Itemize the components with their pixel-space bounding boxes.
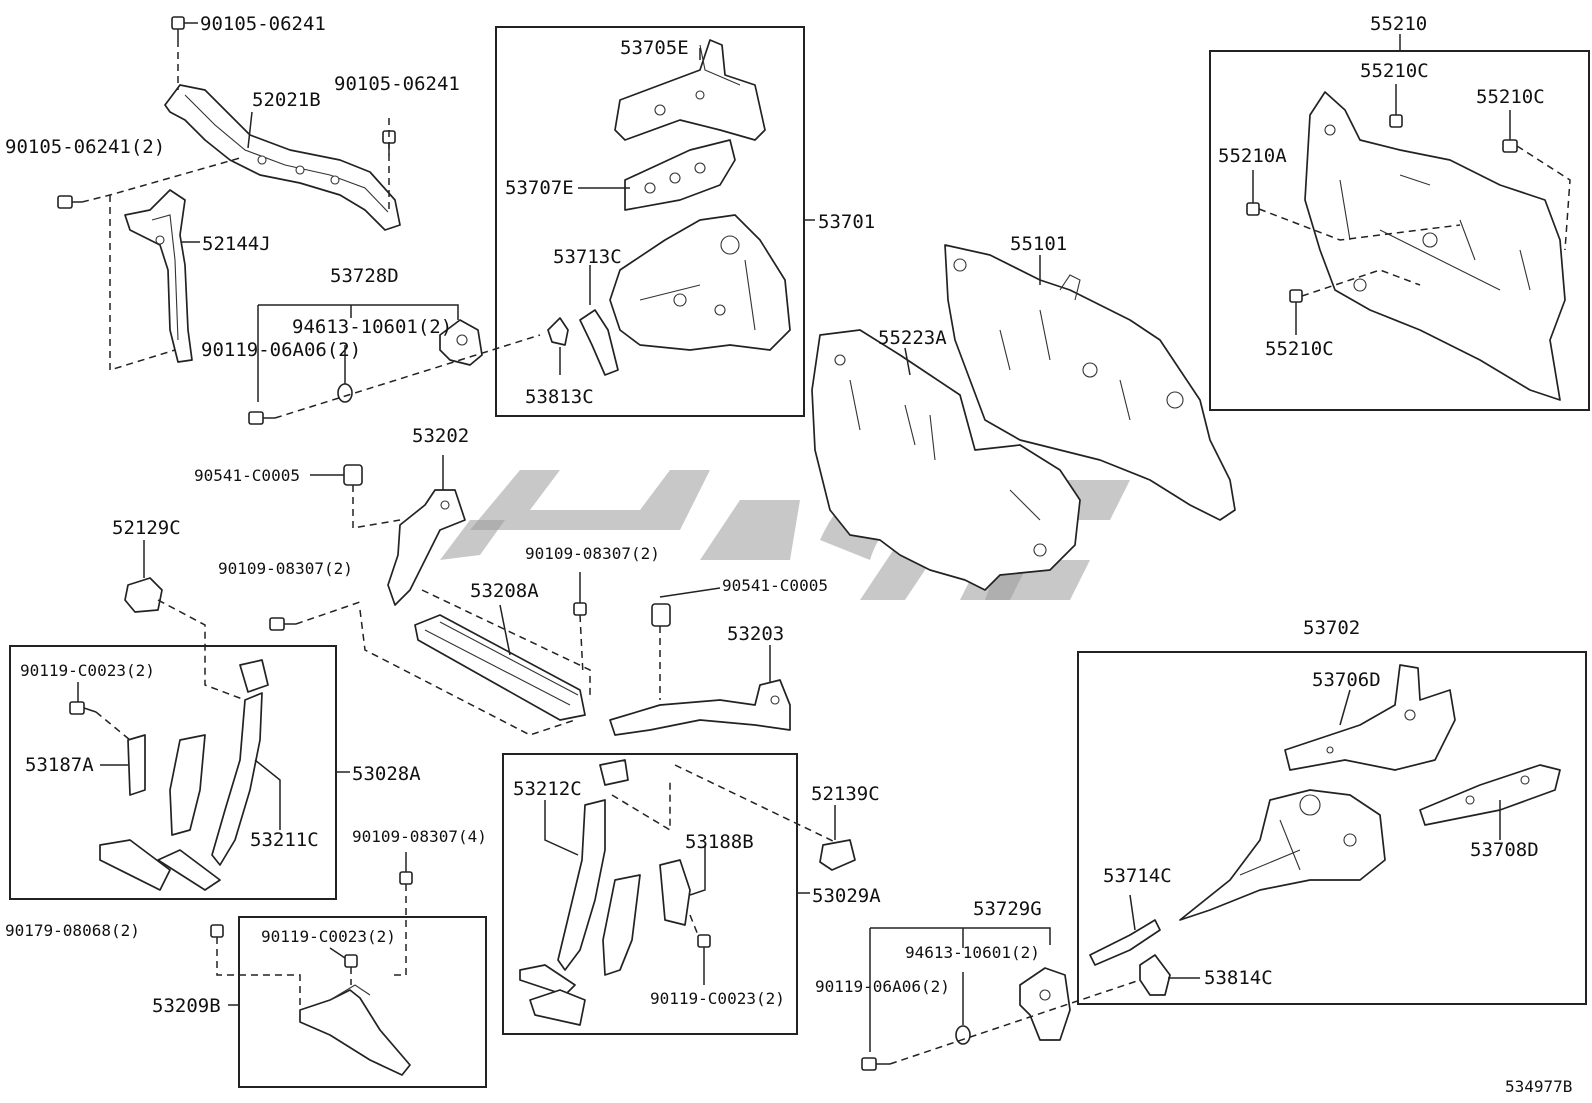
bolt-icon xyxy=(269,602,587,631)
label-90119-C0023-2-right: 90119-C0023(2) xyxy=(650,989,785,1008)
part-53208A-sketch xyxy=(414,614,586,721)
part-53211C-sketch xyxy=(211,659,269,866)
part-53209B-sketch xyxy=(299,984,411,1076)
label-52139C: 52139C xyxy=(811,783,880,805)
part-55101-sketch xyxy=(944,244,1236,521)
box-53209B xyxy=(238,916,487,1088)
bolt-icon xyxy=(69,701,97,715)
label-55101: 55101 xyxy=(1010,233,1067,255)
part-53729G-sketch xyxy=(1019,967,1071,1041)
label-53028A: 53028A xyxy=(352,763,421,785)
label-53814C: 53814C xyxy=(1204,967,1273,989)
label-55210: 55210 xyxy=(1370,13,1427,35)
part-53814C-sketch xyxy=(1139,954,1171,996)
bracket-sketch xyxy=(99,734,221,891)
bolt-icon xyxy=(210,871,413,968)
label-55210A: 55210A xyxy=(1218,145,1287,167)
label-53708D: 53708D xyxy=(1470,839,1539,861)
label-53208A: 53208A xyxy=(470,580,539,602)
box-53702 xyxy=(1077,651,1587,1005)
part-53212C-sketch xyxy=(557,759,629,971)
bolt-icon xyxy=(248,411,275,425)
label-94613-10601-2-right: 94613-10601(2) xyxy=(905,943,1040,962)
label-53187A: 53187A xyxy=(25,754,94,776)
label-55210C-a: 55210C xyxy=(1360,60,1429,82)
label-53729G: 53729G xyxy=(973,898,1042,920)
label-52021B: 52021B xyxy=(252,89,321,111)
bolt-icon xyxy=(697,934,711,948)
label-55210C-b: 55210C xyxy=(1476,86,1545,108)
label-90105-06241-2: 90105-06241(2) xyxy=(5,136,165,158)
label-90119-C0023-2-lower: 90119-C0023(2) xyxy=(261,927,396,946)
label-52144J: 52144J xyxy=(202,233,271,255)
part-53713C-sketch xyxy=(609,214,791,351)
label-53209B: 53209B xyxy=(152,995,221,1017)
part-53203-sketch xyxy=(609,679,791,736)
washer-icon xyxy=(955,1025,971,1045)
label-90109-08307-2-left: 90109-08307(2) xyxy=(218,559,353,578)
label-55223A: 55223A xyxy=(878,327,947,349)
part-52021B-sketch xyxy=(164,84,401,231)
label-53702: 53702 xyxy=(1303,617,1360,639)
label-53813C: 53813C xyxy=(525,386,594,408)
box-53029A xyxy=(502,753,798,1035)
label-90541-C0005-left: 90541-C0005 xyxy=(194,466,300,485)
part-53708D-sketch xyxy=(1419,764,1561,826)
label-90109-08307-2-mid: 90109-08307(2) xyxy=(525,544,660,563)
label-90179-08068-2: 90179-08068(2) xyxy=(5,921,140,940)
image-code: 534977B xyxy=(1505,1077,1572,1096)
bolt-icon xyxy=(57,16,396,209)
label-90119-06A06-2-right: 90119-06A06(2) xyxy=(815,977,950,996)
label-94613-10601-2-left: 94613-10601(2) xyxy=(292,316,452,338)
label-90105-06241-mid: 90105-06241 xyxy=(334,73,460,95)
label-53714C: 53714C xyxy=(1103,865,1172,887)
part-53706D-sketch xyxy=(1284,664,1456,771)
part-52129C-sketch xyxy=(124,577,163,613)
label-53706D: 53706D xyxy=(1312,669,1381,691)
label-90119-C0023-2-box: 90119-C0023(2) xyxy=(20,661,155,680)
part-55223A-sketch xyxy=(811,329,1081,591)
label-53728D: 53728D xyxy=(330,265,399,287)
label-53707E: 53707E xyxy=(505,177,574,199)
part-53813C-sketch xyxy=(547,309,619,376)
part-53714C-sketch xyxy=(1089,789,1386,966)
label-53705E: 53705E xyxy=(620,37,689,59)
part-52139C-sketch xyxy=(819,839,856,871)
part-53728D-sketch xyxy=(439,319,483,366)
bolt-icon xyxy=(1246,114,1518,303)
label-53202: 53202 xyxy=(412,425,469,447)
box-53701 xyxy=(495,26,805,417)
label-53188B: 53188B xyxy=(685,831,754,853)
part-55210-sketch xyxy=(1304,91,1566,401)
label-55210C-c: 55210C xyxy=(1265,338,1334,360)
label-53029A: 53029A xyxy=(812,885,881,907)
label-53212C: 53212C xyxy=(513,778,582,800)
label-90541-C0005-right: 90541-C0005 xyxy=(722,576,828,595)
part-53202-sketch xyxy=(387,489,466,606)
bracket-sketch xyxy=(519,859,691,1026)
label-90109-08307-4: 90109-08307(4) xyxy=(352,827,487,846)
label-90105-06241-top: 90105-06241 xyxy=(200,13,326,35)
washer-icon xyxy=(337,383,353,403)
part-52144J-sketch xyxy=(124,189,193,363)
label-52129C: 52129C xyxy=(112,517,181,539)
part-53187A-sketch xyxy=(127,734,146,796)
bolt-icon xyxy=(861,1057,890,1071)
label-53211C: 53211C xyxy=(250,829,319,851)
part-53707E-sketch xyxy=(624,139,736,211)
label-53701: 53701 xyxy=(818,211,875,233)
part-53705E-sketch xyxy=(614,39,766,141)
label-53713C: 53713C xyxy=(553,246,622,268)
label-53203: 53203 xyxy=(727,623,784,645)
label-90119-06A06-2-left: 90119-06A06(2) xyxy=(201,339,361,361)
